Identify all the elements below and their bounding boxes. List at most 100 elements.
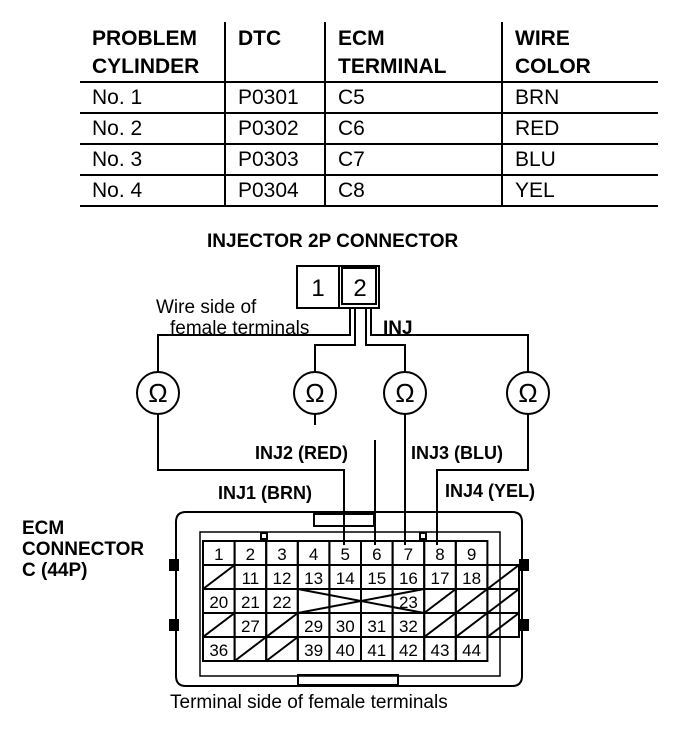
terminal-label: 15 [367, 569, 386, 588]
injector-wires [157, 308, 529, 380]
terminal-label: 8 [435, 545, 444, 564]
injector-connector-title: INJECTOR 2P CONNECTOR [207, 231, 459, 252]
terminal-label: 9 [467, 545, 476, 564]
ohm-icon: Ω [518, 378, 537, 408]
inj4-wire-label: INJ4 (YEL) [445, 481, 536, 501]
terminal-cell [454, 636, 489, 662]
pin-1-label: 1 [311, 275, 324, 302]
inj-label: INJ [383, 318, 413, 339]
terminal-label: 6 [372, 545, 381, 564]
blank-slash [486, 588, 520, 614]
blank-slash [202, 612, 236, 638]
table-cell: P0304 [224, 174, 326, 207]
table-cell: No. 4 [80, 174, 226, 207]
terminal-label: 11 [242, 569, 260, 588]
table-row: No. 4 P0304 C8 YEL [80, 174, 658, 207]
ohm-icon: Ω [305, 378, 324, 408]
ohmmeter-1: Ω [136, 371, 180, 415]
inj2-wire-label: INJ2 (RED) [255, 443, 349, 463]
inj3-wire-label: INJ3 (BLU) [411, 443, 504, 463]
terminal-label: 13 [304, 569, 323, 588]
inj1-wire-label: INJ1 (BRN) [218, 483, 313, 503]
pin-2-label: 2 [353, 275, 366, 302]
blank-slash [486, 564, 520, 590]
blank-slash [455, 612, 489, 638]
ohm-icon: Ω [148, 378, 167, 408]
terminal-label: 40 [336, 641, 355, 660]
blank-slash [423, 588, 457, 614]
terminal-label: 14 [336, 569, 355, 588]
terminal-label: 30 [336, 617, 355, 636]
terminal-label: 3 [277, 545, 286, 564]
blank-slash [486, 612, 520, 638]
terminal-label: 5 [340, 545, 349, 564]
ecm-wires [157, 414, 529, 545]
table-row: No. 2 P0302 C6 RED [80, 112, 658, 145]
ecm-connector-label: ECM CONNECTOR C (44P) [22, 518, 145, 581]
terminal-side-caption: Terminal side of female terminals [170, 692, 448, 713]
terminal-label: 29 [304, 617, 323, 636]
terminal-label: 44 [462, 641, 481, 660]
table-cell: C8 [324, 174, 503, 207]
terminal-label: 12 [273, 569, 292, 588]
table-row: No. 3 P0303 C7 BLU [80, 143, 658, 176]
terminal-label: 41 [367, 641, 386, 660]
blank-slash [265, 612, 299, 638]
table-cell: No. 1 [80, 81, 226, 114]
table-cell: C5 [324, 81, 503, 114]
terminal-label: 7 [404, 545, 413, 564]
terminal-label: 39 [304, 641, 323, 660]
blank-slash [423, 612, 457, 638]
table-cell: P0301 [224, 81, 326, 114]
table-cell: No. 2 [80, 112, 226, 145]
table-cell: P0302 [224, 112, 326, 145]
ohmmeter-3: Ω [383, 371, 427, 415]
table-cell: No. 3 [80, 143, 226, 176]
terminal-label: 2 [246, 545, 255, 564]
wire-side-label-line2: female terminals [170, 318, 310, 339]
table-cell: BLU [501, 143, 658, 176]
terminal-label: 36 [209, 641, 228, 660]
ohm-icon: Ω [395, 378, 414, 408]
terminal-label: 23 [399, 593, 418, 612]
blank-slash [202, 564, 236, 590]
blank-slash [265, 636, 299, 662]
blank-cross [297, 588, 425, 614]
injector-2p-connector: 1 2 [296, 265, 380, 309]
terminal-label: 17 [431, 569, 450, 588]
terminal-label: 21 [241, 593, 260, 612]
blank-slash [455, 588, 489, 614]
wire-side-label-line1: Wire side of [156, 297, 257, 318]
table-cell: P0303 [224, 143, 326, 176]
table-cell: YEL [501, 174, 658, 207]
table-cell: C6 [324, 112, 503, 145]
table-cell: C7 [324, 143, 503, 176]
terminal-label: 43 [431, 641, 450, 660]
header-dtc: DTC [224, 22, 326, 83]
blank-slash [233, 636, 267, 662]
terminal-label: 27 [241, 617, 260, 636]
terminal-label: 42 [399, 641, 418, 660]
terminal-label: 4 [309, 545, 318, 564]
ecm-connector-outline [169, 511, 529, 687]
terminal-label: 16 [399, 569, 418, 588]
terminal-label: 18 [462, 569, 481, 588]
terminal-label: 32 [399, 617, 418, 636]
ohmmeter-4: Ω [506, 371, 550, 415]
table-row: No. 1 P0301 C5 BRN [80, 81, 658, 114]
table-cell: RED [501, 112, 658, 145]
terminal-label: 1 [214, 545, 223, 564]
table-cell: BRN [501, 81, 658, 114]
terminal-label: 22 [273, 593, 292, 612]
terminal-label: 20 [209, 593, 228, 612]
ohmmeter-2: Ω [293, 371, 337, 415]
blank-terminal-cell [486, 612, 520, 638]
terminal-label: 31 [367, 617, 386, 636]
